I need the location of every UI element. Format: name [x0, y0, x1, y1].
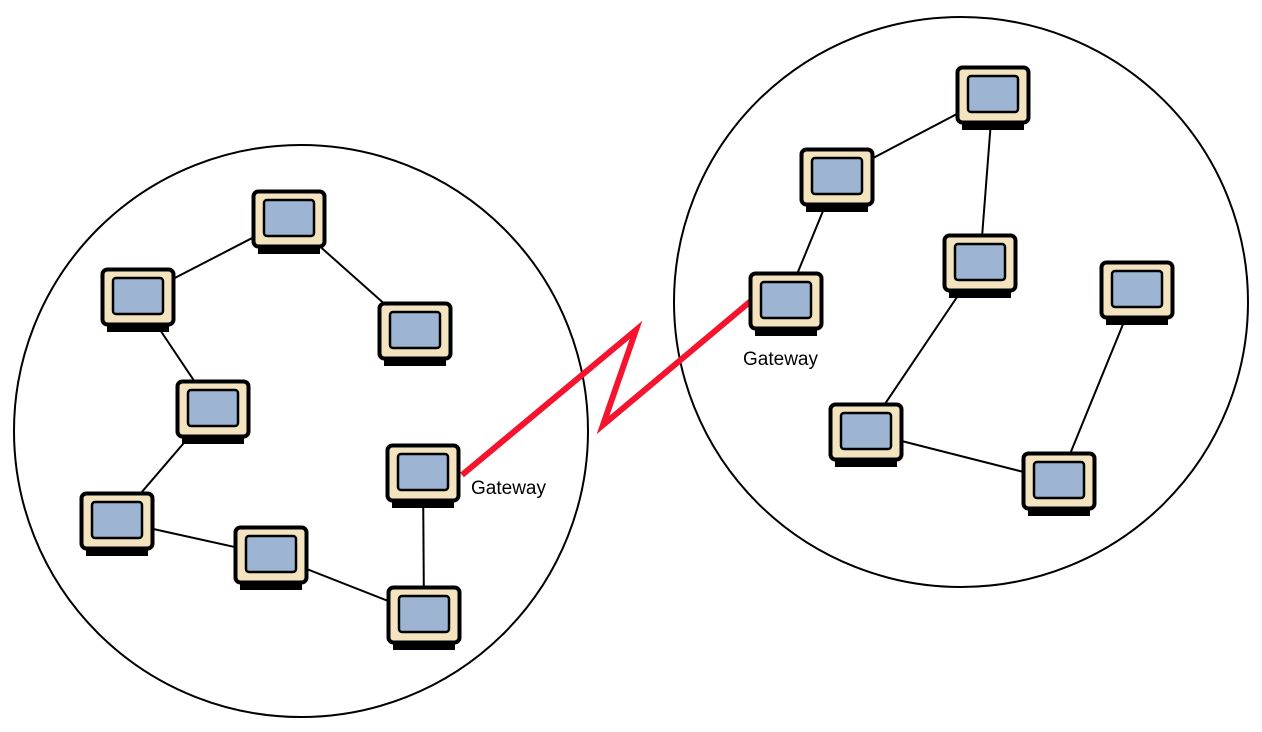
- monitor-screen: [810, 156, 864, 196]
- computer-icon[interactable]: [100, 267, 176, 333]
- computer-base: [86, 548, 148, 556]
- computer-icon[interactable]: [955, 65, 1031, 131]
- wan-link: [460, 297, 754, 478]
- gateway-computer-icon[interactable]: [385, 443, 461, 509]
- computer-icon[interactable]: [377, 301, 453, 367]
- gateway-computer-icon[interactable]: [748, 271, 824, 337]
- gateway-label-right: Gateway: [743, 349, 818, 370]
- computer-icon[interactable]: [942, 233, 1018, 299]
- computer-base: [384, 358, 446, 366]
- computer-icon[interactable]: [175, 379, 251, 445]
- monitor-screen: [186, 388, 240, 428]
- computer-base: [107, 324, 169, 332]
- computer-icon[interactable]: [386, 585, 462, 651]
- computer-base: [962, 122, 1024, 130]
- monitor-screen: [759, 280, 813, 320]
- monitor-screen: [1110, 269, 1164, 309]
- computer-base: [240, 582, 302, 590]
- monitor-screen: [262, 198, 316, 238]
- computer-icon[interactable]: [233, 525, 309, 591]
- monitor-screen: [90, 500, 144, 540]
- network-boundary-left: [13, 144, 589, 718]
- computer-icon[interactable]: [828, 402, 904, 468]
- monitor-screen: [397, 594, 451, 634]
- computer-icon[interactable]: [1099, 260, 1175, 326]
- computer-icon[interactable]: [251, 189, 327, 255]
- computer-base: [1028, 508, 1090, 516]
- monitor-screen: [111, 276, 165, 316]
- computer-base: [806, 204, 868, 212]
- computer-base: [393, 642, 455, 650]
- monitor-screen: [244, 534, 298, 574]
- computer-base: [182, 436, 244, 444]
- monitor-screen: [388, 310, 442, 350]
- network-boundary-right: [673, 16, 1249, 588]
- monitor-screen: [1032, 460, 1086, 500]
- gateway-label-left: Gateway: [471, 478, 546, 499]
- computer-base: [755, 328, 817, 336]
- computer-icon[interactable]: [79, 491, 155, 557]
- computer-base: [1106, 317, 1168, 325]
- computer-icon[interactable]: [799, 147, 875, 213]
- monitor-screen: [839, 411, 893, 451]
- monitor-screen: [966, 74, 1020, 114]
- computer-base: [949, 290, 1011, 298]
- computer-base: [258, 246, 320, 254]
- computer-icon[interactable]: [1021, 451, 1097, 517]
- monitor-screen: [396, 452, 450, 492]
- computer-base: [392, 500, 454, 508]
- monitor-screen: [953, 242, 1007, 282]
- computer-base: [835, 459, 897, 467]
